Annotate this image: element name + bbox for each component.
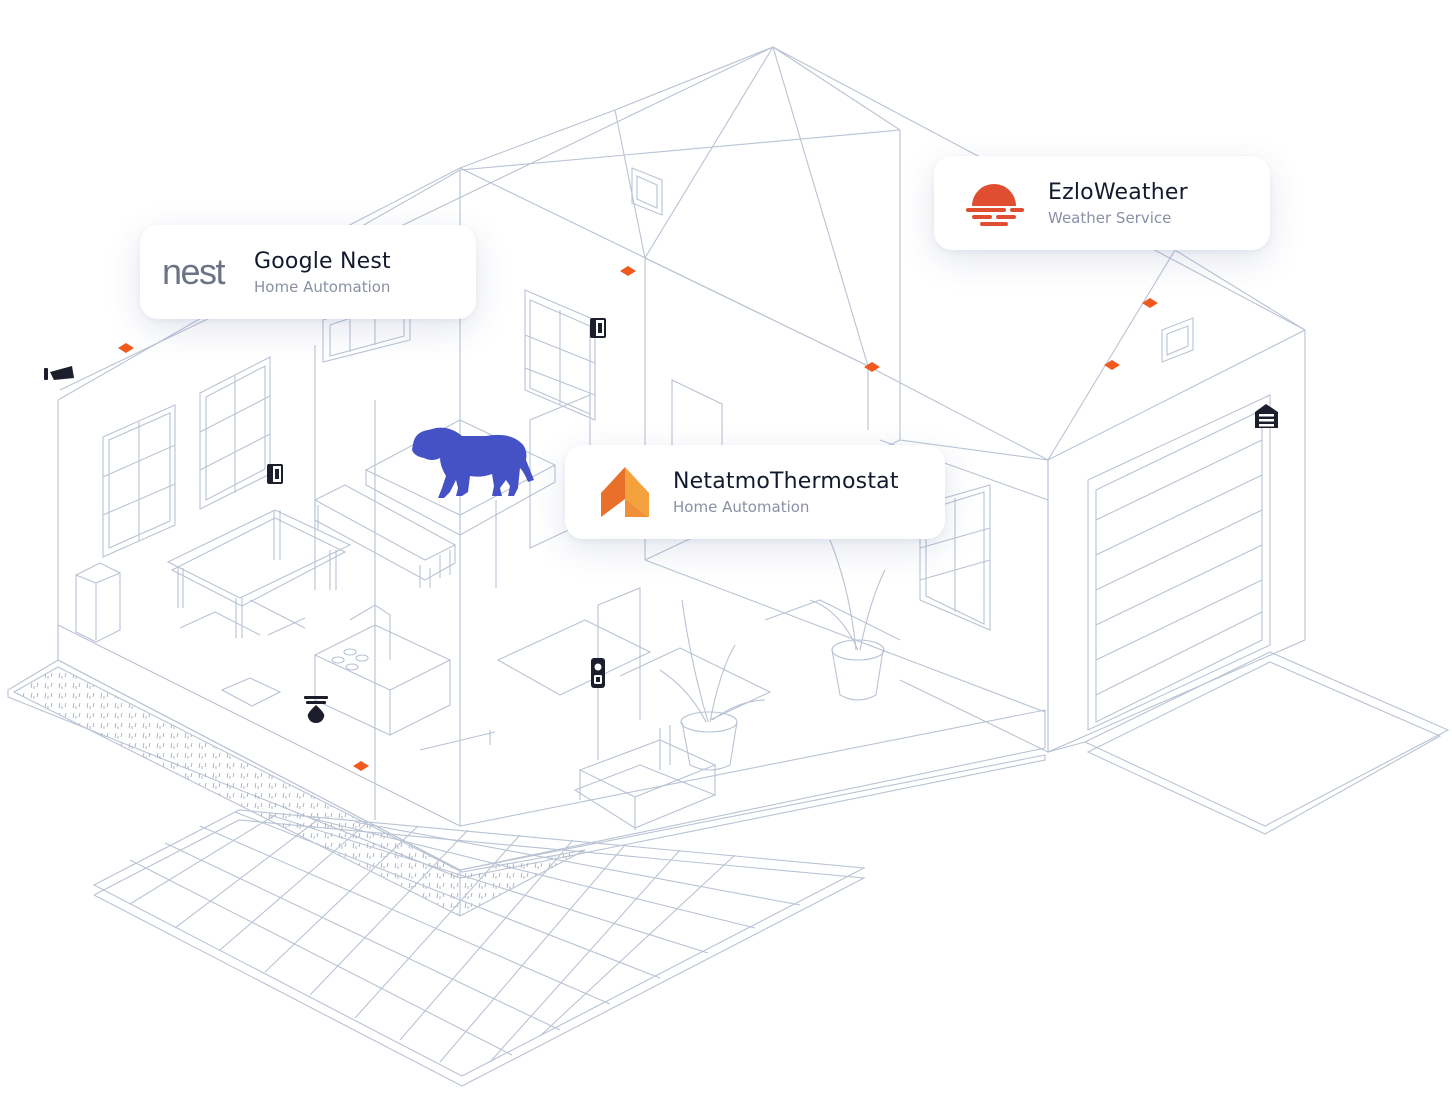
door-sensor-icon <box>590 318 606 338</box>
doorbell-icon <box>591 658 605 688</box>
integration-subtitle: Home Automation <box>254 277 391 296</box>
camera-icon <box>44 366 74 380</box>
integration-subtitle: Home Automation <box>673 497 810 516</box>
side-cabinet <box>75 562 121 643</box>
netatmo-thermostat-card[interactable]: NetatmoThermostat Home Automation <box>565 445 945 539</box>
kitchen-counter <box>313 604 452 736</box>
google-nest-card[interactable]: nest Google Nest Home Automation <box>140 225 476 319</box>
patio-grid <box>92 809 866 1087</box>
garage <box>1047 249 1450 835</box>
grass-strip <box>12 666 586 917</box>
house-lines <box>7 46 1450 1087</box>
dining-table <box>166 509 352 638</box>
integration-title: Google Nest <box>254 248 391 274</box>
sensor-markers <box>118 266 1158 771</box>
nest-logo-text: nest <box>162 254 226 290</box>
ground-slab <box>7 659 1046 879</box>
bench <box>313 484 457 588</box>
netatmo-logo <box>599 465 651 519</box>
integration-subtitle: Weather Service <box>1048 208 1172 227</box>
door-sensor-icon <box>267 464 283 484</box>
sunset-icon <box>966 180 1026 226</box>
plants <box>659 539 886 771</box>
water-leak-icon <box>304 696 328 723</box>
entrance-steps <box>573 587 717 830</box>
integration-title: NetatmoThermostat <box>673 468 899 494</box>
garage-door-icon <box>1255 404 1278 428</box>
nest-logo: nest <box>162 254 232 290</box>
left-windows <box>102 356 271 558</box>
mid-windows <box>322 289 991 631</box>
garage-attic-window <box>1161 317 1194 363</box>
dog-silhouette <box>412 427 534 498</box>
attic-window <box>631 167 663 216</box>
ezlo-weather-card[interactable]: EzloWeather Weather Service <box>934 156 1270 250</box>
integration-title: EzloWeather <box>1048 179 1188 205</box>
floor-rug <box>496 619 652 696</box>
